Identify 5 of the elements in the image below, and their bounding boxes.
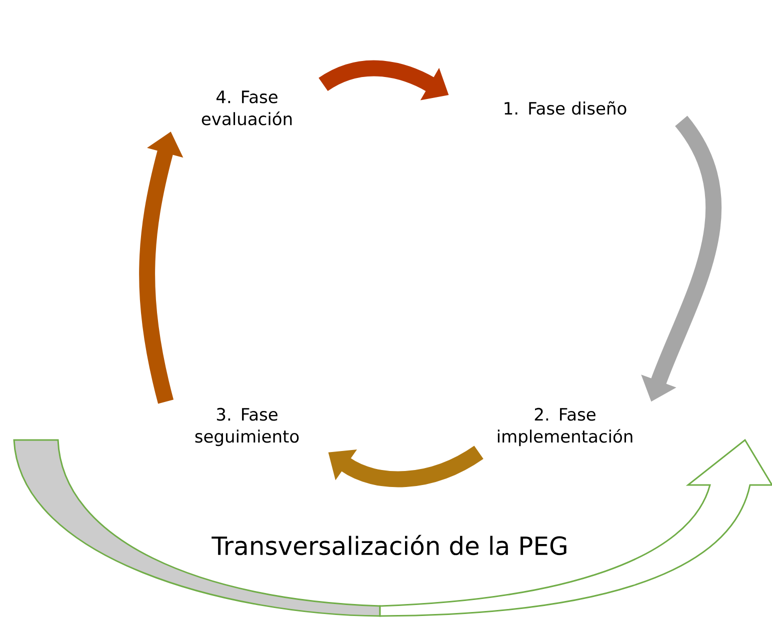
phase-label: 4. Fase evaluación bbox=[202, 90, 292, 126]
phase-label: 1. Fase diseño bbox=[504, 101, 626, 115]
banner-text: Transversalización de la PEG bbox=[212, 534, 566, 556]
phase-label: 2. Fase implementación bbox=[498, 408, 632, 446]
phase-label: 3. Fase seguimiento bbox=[195, 408, 299, 446]
